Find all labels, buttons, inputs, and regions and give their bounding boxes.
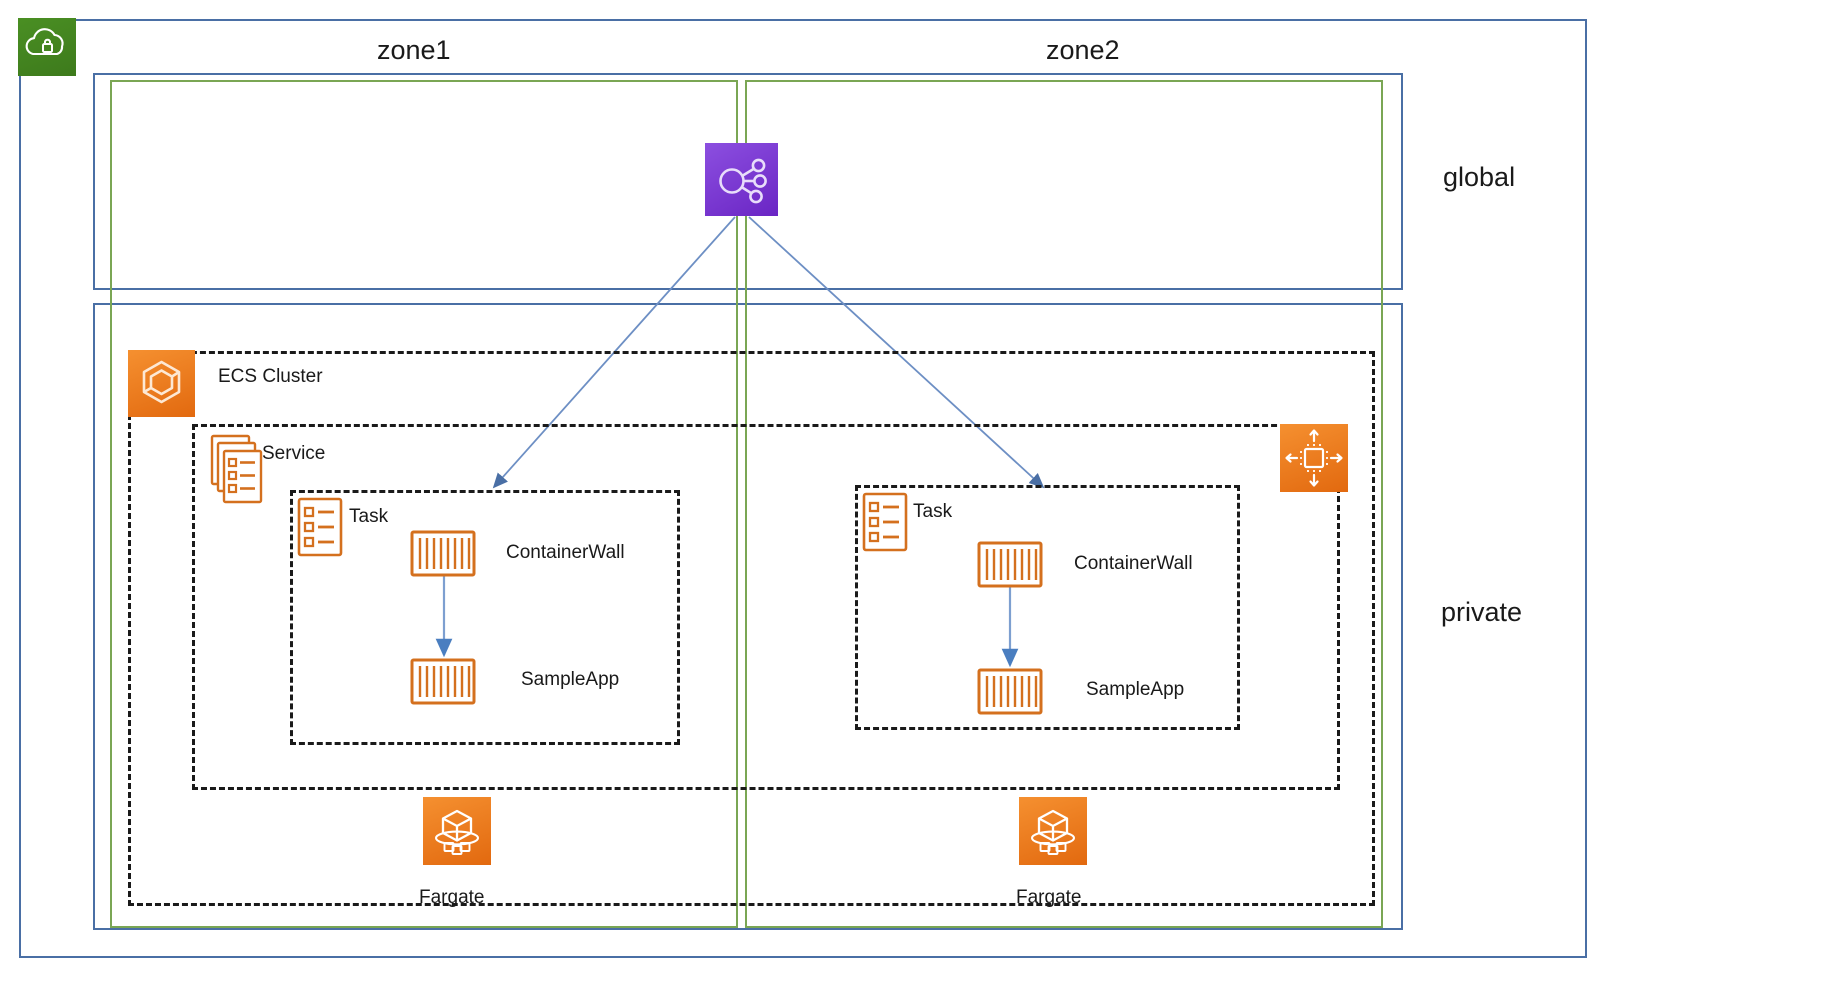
task-boundary-zone2 xyxy=(855,485,1240,730)
task-label-zone2: Task xyxy=(913,501,953,522)
ecs-task-icon xyxy=(861,492,911,554)
ecs-task-icon xyxy=(296,497,346,559)
fargate-label-zone2: Fargate xyxy=(1016,887,1082,908)
ecs-cluster-icon xyxy=(128,350,195,417)
container-icon-containerwall-zone2 xyxy=(977,541,1043,588)
vpc-cloud-lock-icon xyxy=(18,18,76,76)
container-label-containerwall-zone2: ContainerWall xyxy=(1074,553,1193,574)
app-mesh-icon xyxy=(705,143,778,216)
ecs-cluster-boundary xyxy=(128,351,1375,906)
zone2-label: zone2 xyxy=(1046,35,1120,65)
fargate-label-zone1: Fargate xyxy=(419,887,485,908)
vpc-boundary xyxy=(19,19,1587,958)
availability-zone-zone2 xyxy=(745,80,1383,928)
fargate-icon xyxy=(1019,797,1087,865)
ecs-service-boundary xyxy=(192,424,1340,790)
subnet-global-label: global xyxy=(1443,162,1516,192)
subnet-private-label: private xyxy=(1441,597,1523,627)
container-label-containerwall-zone1: ContainerWall xyxy=(506,542,625,563)
container-label-sampleapp-zone1: SampleApp xyxy=(521,669,620,690)
task-boundary-zone1 xyxy=(290,490,680,745)
task-label-zone1: Task xyxy=(349,506,389,527)
container-icon-containerwall-zone1 xyxy=(410,530,476,577)
subnet-global xyxy=(93,73,1403,290)
availability-zone-zone1 xyxy=(110,80,738,928)
zone1-label: zone1 xyxy=(377,35,451,65)
fargate-icon xyxy=(423,797,491,865)
ecs-cluster-label: ECS Cluster xyxy=(218,366,323,387)
subnet-private xyxy=(93,303,1403,930)
ecs-service-label: Service xyxy=(262,443,326,464)
auto-scaling-icon xyxy=(1280,424,1348,492)
container-icon-sampleapp-zone1 xyxy=(410,658,476,705)
ecs-service-icon xyxy=(204,434,266,506)
container-label-sampleapp-zone2: SampleApp xyxy=(1086,679,1185,700)
container-icon-sampleapp-zone2 xyxy=(977,668,1043,715)
